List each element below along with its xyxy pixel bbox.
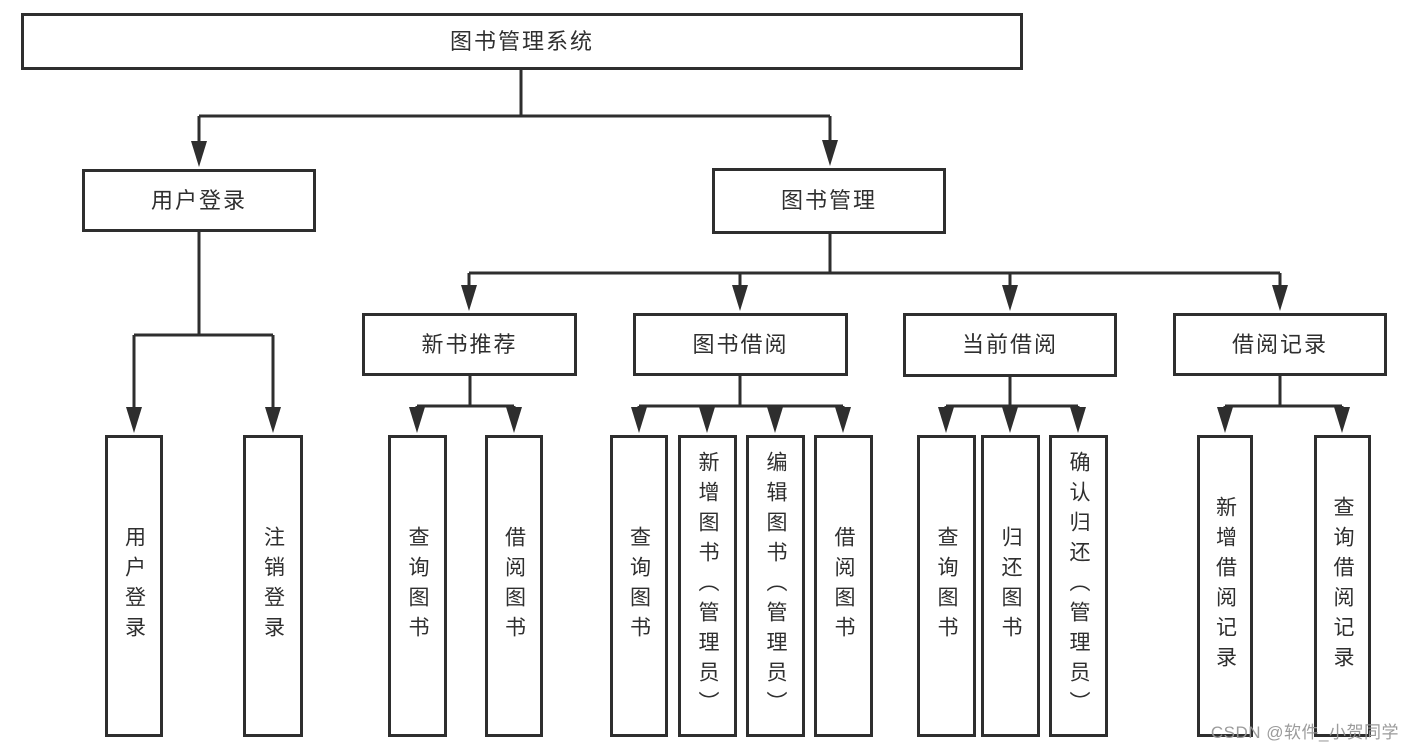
leaf-records-add-borrow-record-label: 新增借阅记录 [1213,496,1237,676]
node-borrow-records: 借阅记录 [1173,313,1387,376]
leaf-recommend-borrow-books-label: 借阅图书 [502,526,526,646]
arrow-down-icon [767,407,783,433]
leaf-current-confirm-return-admin-label: 确认归还（管理员） [1067,451,1090,721]
node-book-borrowing-label: 图书借阅 [692,331,789,357]
leaf-current-query-books: 查询图书 [917,435,976,737]
arrow-down-icon [1002,285,1018,311]
arrow-down-icon [822,140,838,166]
leaf-user-login: 用户登录 [105,435,163,737]
arrow-down-icon [126,407,142,433]
leaf-recommend-borrow-books: 借阅图书 [485,435,543,737]
arrow-down-icon [631,407,647,433]
leaf-current-return-books: 归还图书 [981,435,1040,737]
leaf-current-query-books-label: 查询图书 [935,526,958,646]
leaf-current-return-books-label: 归还图书 [999,526,1022,646]
node-current-borrowing-label: 当前借阅 [961,332,1058,357]
arrow-down-icon [1217,407,1233,433]
arrow-down-icon [1002,407,1018,433]
leaf-borrowing-edit-books-admin: 编辑图书（管理员） [746,435,805,737]
node-borrow-records-label: 借阅记录 [1231,331,1328,357]
watermark: CSDN @软件_小贺同学 [1210,723,1399,742]
node-new-book-recommend: 新书推荐 [362,313,577,376]
leaf-borrowing-borrow-books: 借阅图书 [814,435,873,737]
leaf-records-query-borrow-record: 查询借阅记录 [1314,435,1371,737]
node-root-label: 图书管理系统 [449,28,594,54]
node-book-management: 图书管理 [712,168,946,234]
node-new-book-recommend-label: 新书推荐 [421,331,518,357]
arrow-down-icon [1334,407,1350,433]
arrow-down-icon [265,407,281,433]
arrow-down-icon [1070,407,1086,433]
node-book-borrowing: 图书借阅 [633,313,848,376]
arrow-down-icon [938,407,954,433]
arrow-down-icon [191,141,207,167]
leaf-recommend-query-books: 查询图书 [388,435,447,737]
leaf-records-query-borrow-record-label: 查询借阅记录 [1331,496,1354,676]
node-root: 图书管理系统 [21,13,1023,70]
arrow-down-icon [835,407,851,433]
leaf-user-login-label: 用户登录 [122,526,146,646]
leaf-logout-label: 注销登录 [261,526,285,646]
node-user-login-label: 用户登录 [150,187,247,213]
leaf-borrowing-query-books: 查询图书 [610,435,668,737]
arrowheads [126,140,1350,433]
leaf-recommend-query-books-label: 查询图书 [406,526,429,646]
leaf-borrowing-edit-books-admin-label: 编辑图书（管理员） [764,451,787,721]
arrow-down-icon [1272,285,1288,311]
arrow-down-icon [506,407,522,433]
arrow-down-icon [461,285,477,311]
leaf-borrowing-add-books-admin: 新增图书（管理员） [678,435,737,737]
leaf-borrowing-borrow-books-label: 借阅图书 [832,526,855,646]
leaf-borrowing-query-books-label: 查询图书 [627,526,651,646]
leaf-borrowing-add-books-admin-label: 新增图书（管理员） [696,451,719,721]
arrow-down-icon [409,407,425,433]
arrow-down-icon [732,285,748,311]
leaf-logout: 注销登录 [243,435,303,737]
node-current-borrowing: 当前借阅 [903,313,1117,377]
node-user-login: 用户登录 [82,169,316,232]
arrow-down-icon [699,407,715,433]
leaf-records-add-borrow-record: 新增借阅记录 [1197,435,1253,737]
node-book-management-label: 图书管理 [780,188,877,213]
leaf-current-confirm-return-admin: 确认归还（管理员） [1049,435,1108,737]
